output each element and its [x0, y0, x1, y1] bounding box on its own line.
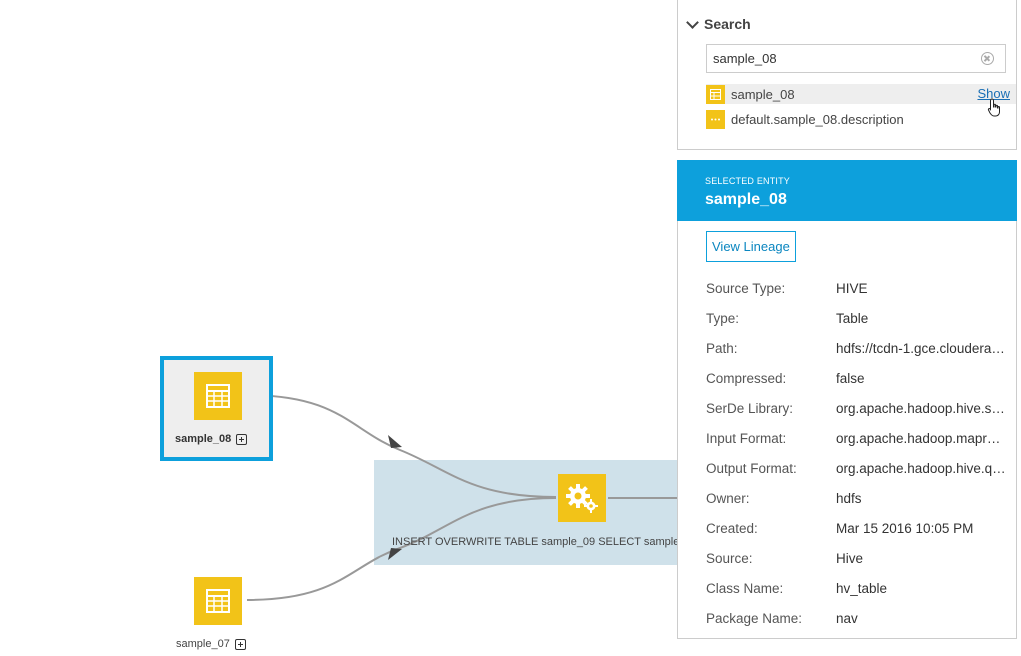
property-key: Created: [706, 521, 758, 536]
property-value: hdfs://tcdn-1.gce.cloudera.com:8020/user… [836, 341, 1006, 356]
node-name: sample_08 [175, 433, 232, 445]
search-result-item[interactable]: sample_08 Show [706, 84, 1016, 104]
entity-caption: SELECTED ENTITY [705, 176, 791, 186]
property-row: Output Format: org.apache.hadoop.hive.ql… [706, 461, 1006, 479]
hand-cursor-icon [987, 98, 1000, 117]
search-result-label: default.sample_08.description [731, 111, 904, 127]
property-row: Source Type: HIVE [706, 281, 1006, 299]
entity-title: sample_08 [705, 191, 787, 208]
property-value: org.apache.hadoop.mapred.TextInputFormat [836, 431, 1006, 446]
property-key: Source Type: [706, 281, 786, 296]
search-result-item[interactable]: default.sample_08.description [706, 109, 1016, 129]
property-row: Created: Mar 15 2016 10:05 PM [706, 521, 1006, 539]
property-key: Output Format: [706, 461, 797, 476]
property-key: Path: [706, 341, 738, 356]
property-value: Table [836, 311, 869, 326]
entity-details-panel: SELECTED ENTITY sample_08 View Lineage S… [677, 160, 1017, 639]
property-key: Type: [706, 311, 740, 326]
property-value: false [836, 371, 865, 386]
table-icon [706, 84, 725, 104]
property-key: Input Format: [706, 431, 787, 446]
node-label-sample-07: sample_07 [176, 638, 246, 650]
property-value: org.apache.hadoop.hive.serde2.lazy.LazyS… [836, 401, 1006, 416]
property-value: Hive [836, 551, 864, 566]
plus-square-icon[interactable] [234, 638, 246, 650]
clear-icon[interactable] [981, 52, 994, 65]
view-lineage-button[interactable]: View Lineage [706, 231, 796, 262]
property-row: Source: Hive [706, 551, 1006, 569]
property-key: Package Name: [706, 611, 803, 626]
property-row: Class Name: hv_table [706, 581, 1006, 599]
property-row: SerDe Library: org.apache.hadoop.hive.se… [706, 401, 1006, 419]
property-row: Package Name: nav [706, 611, 1006, 629]
property-value: hdfs [836, 491, 862, 506]
column-icon [706, 109, 725, 129]
property-row: Path: hdfs://tcdn-1.gce.cloudera.com:802… [706, 341, 1006, 359]
property-value: Mar 15 2016 10:05 PM [836, 521, 974, 536]
search-header[interactable]: Search [686, 15, 751, 32]
property-row: Owner: hdfs [706, 491, 1006, 509]
property-value: nav [836, 611, 858, 626]
property-key: Compressed: [706, 371, 787, 386]
search-title: Search [704, 16, 751, 32]
operation-node[interactable] [374, 460, 694, 565]
property-value: HIVE [836, 281, 868, 296]
search-panel: Search sample_08 Show default.sample_08.… [677, 0, 1017, 150]
property-key: Source: [706, 551, 753, 566]
chevron-down-icon[interactable] [686, 15, 699, 29]
search-box [706, 44, 1006, 73]
property-row: Type: Table [706, 311, 1006, 329]
property-key: Class Name: [706, 581, 784, 596]
gears-icon[interactable] [558, 474, 606, 522]
table-icon[interactable] [194, 372, 242, 420]
table-icon[interactable] [194, 577, 242, 625]
node-label-sample-08: sample_08 [175, 433, 248, 445]
property-key: Owner: [706, 491, 750, 506]
property-value: org.apache.hadoop.hive.ql.io.HiveIgnoreK… [836, 461, 1006, 476]
entity-header: SELECTED ENTITY sample_08 [677, 160, 1017, 221]
property-row: Input Format: org.apache.hadoop.mapred.T… [706, 431, 1006, 449]
property-row: Compressed: false [706, 371, 1006, 389]
property-value: hv_table [836, 581, 888, 596]
node-name: sample_07 [176, 638, 230, 650]
property-key: SerDe Library: [706, 401, 794, 416]
search-input[interactable] [707, 45, 963, 72]
show-link[interactable]: Show [977, 86, 1010, 101]
search-result-label: sample_08 [731, 86, 795, 102]
plus-square-icon[interactable] [236, 433, 248, 445]
operation-label: INSERT OVERWRITE TABLE sample_09 SELECT … [392, 536, 692, 548]
